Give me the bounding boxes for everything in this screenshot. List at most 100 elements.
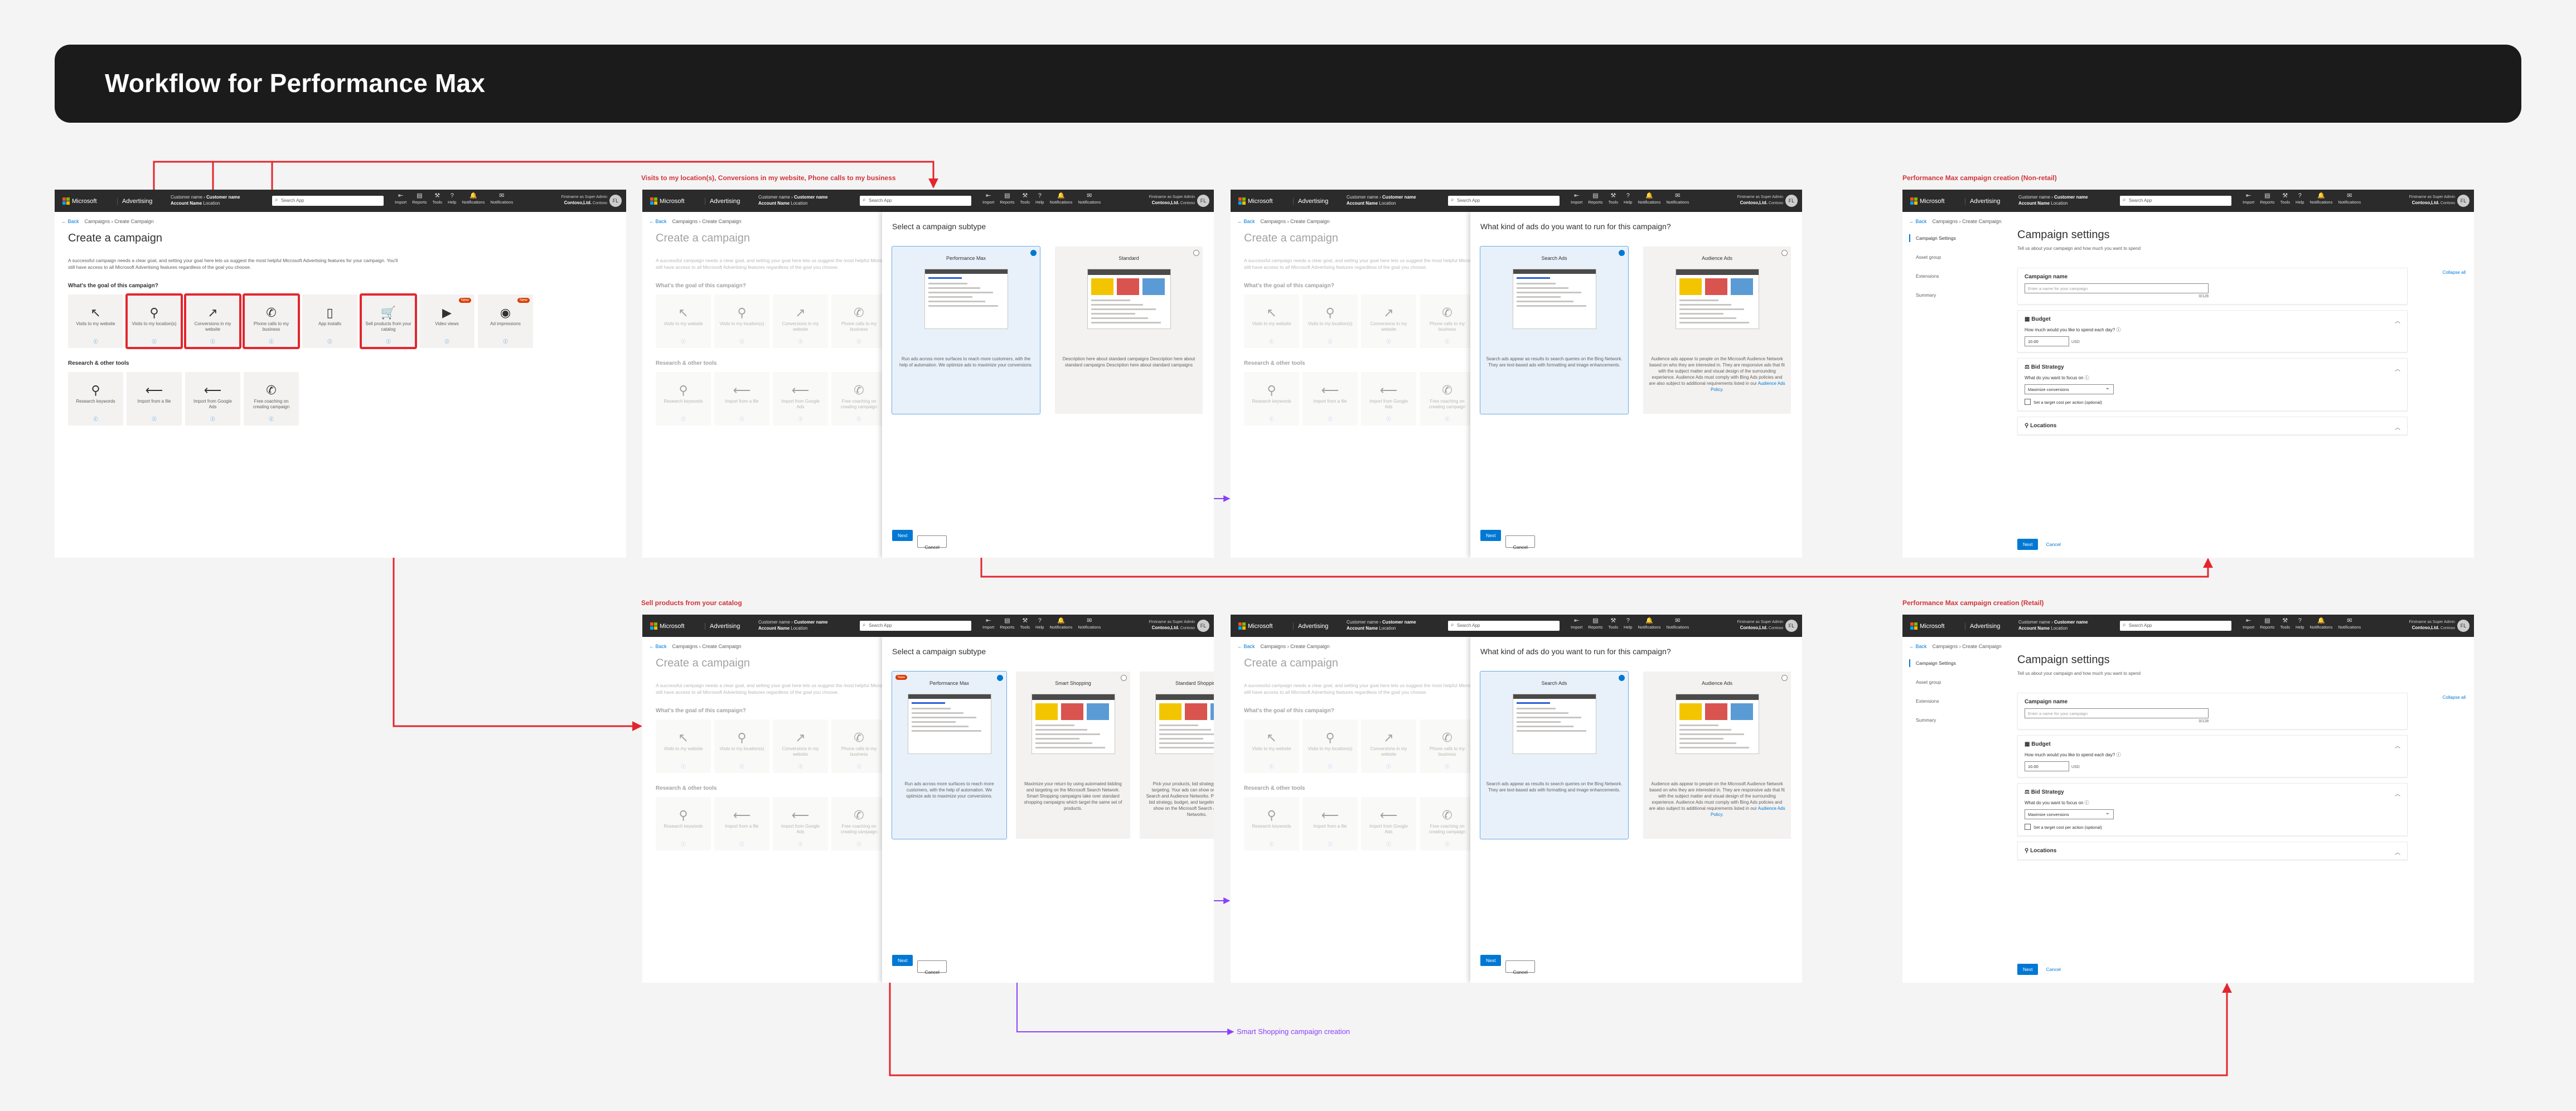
wizard-step[interactable]: Extensions <box>1916 698 1939 704</box>
info-icon[interactable]: ⓘ <box>1269 417 1274 422</box>
cancel-button[interactable]: Cancel <box>917 960 947 975</box>
topbar-tool[interactable]: ⇤Import <box>982 193 994 205</box>
back-link[interactable]: ← Back <box>1237 644 1255 649</box>
radio-button[interactable] <box>997 675 1003 681</box>
chevron-up-icon[interactable]: ︿ <box>2395 318 2400 325</box>
bid-strategy-dropdown[interactable]: Maximize conversions <box>2025 384 2114 394</box>
budget-input[interactable]: 10.00 <box>2025 336 2069 346</box>
topbar-tool[interactable]: 🔔Notifications <box>1638 618 1660 630</box>
search-input[interactable]: Search App <box>272 196 384 206</box>
topbar-tool[interactable]: ?Help <box>1624 193 1632 205</box>
topbar-tool[interactable]: ⚒Tools <box>1609 193 1619 205</box>
breadcrumb-campaigns[interactable]: Campaigns <box>1932 219 1958 224</box>
topbar-tool[interactable]: ✉Notifications <box>1078 193 1101 205</box>
back-link[interactable]: ← Back <box>1909 644 1927 649</box>
info-icon[interactable]: ⓘ <box>1328 417 1333 422</box>
info-icon[interactable]: ⓘ <box>798 764 803 769</box>
breadcrumb-campaigns[interactable]: Campaigns <box>1932 644 1958 649</box>
topbar-tool[interactable]: ▤Reports <box>2260 193 2274 205</box>
topbar-tool[interactable]: ▤Reports <box>1588 193 1602 205</box>
breadcrumb-campaigns[interactable]: Campaigns <box>84 219 110 224</box>
back-link[interactable]: ← Back <box>61 219 79 224</box>
goal-tile[interactable]: ⚲Visits to my location(s)ⓘ <box>714 294 769 348</box>
radio-button[interactable] <box>1781 675 1788 681</box>
radio-button[interactable] <box>1619 675 1625 681</box>
search-input[interactable]: Search App <box>1448 196 1560 206</box>
chevron-up-icon[interactable]: ︿ <box>2395 791 2400 798</box>
info-icon[interactable]: ⓘ <box>93 339 98 344</box>
info-icon[interactable]: ⓘ <box>1328 764 1333 769</box>
bid-strategy-dropdown[interactable]: Maximize conversions <box>2025 809 2114 819</box>
avatar[interactable]: FL <box>2457 620 2470 632</box>
goal-tile[interactable]: ⚲Visits to my location(s)ⓘ <box>1302 719 1358 773</box>
topbar-tool[interactable]: 🔔Notifications <box>1638 193 1660 205</box>
topbar-tool[interactable]: ⇤Import <box>2243 193 2254 205</box>
info-icon[interactable]: ⓘ <box>1445 339 1450 344</box>
topbar-tool[interactable]: ✉Notifications <box>2338 193 2361 205</box>
info-icon[interactable]: ⓘ <box>681 417 686 422</box>
info-icon[interactable]: ⓘ <box>210 339 215 344</box>
info-icon[interactable]: ⓘ <box>1445 764 1450 769</box>
topbar-tool[interactable]: ?Help <box>2296 193 2304 205</box>
search-input[interactable]: Search App <box>860 196 971 206</box>
cancel-link[interactable]: Cancel <box>2046 967 2061 972</box>
info-icon[interactable]: ⓘ <box>1269 764 1274 769</box>
info-icon[interactable]: ⓘ <box>2084 800 2089 805</box>
topbar-tool[interactable]: 🔔Notifications <box>1049 618 1072 630</box>
info-icon[interactable]: ⓘ <box>1269 339 1274 344</box>
collapse-all-link[interactable]: Collapse all <box>2442 270 2466 275</box>
radio-button[interactable] <box>1619 250 1625 256</box>
next-button[interactable]: Next <box>1480 530 1502 541</box>
microsoft-logo[interactable]: Microsoft <box>1238 622 1273 630</box>
topbar-tool[interactable]: ✉Notifications <box>1078 618 1101 630</box>
microsoft-logo[interactable]: Microsoft <box>62 197 97 205</box>
info-icon[interactable]: ⓘ <box>210 417 215 422</box>
topbar-tool[interactable]: 🔔Notifications <box>462 193 485 205</box>
wizard-step[interactable]: Summary <box>1916 717 1936 723</box>
goal-tile[interactable]: ⚲Visits to my location(s)ⓘ <box>125 293 183 349</box>
topbar-tool[interactable]: 🔔Notifications <box>1049 193 1072 205</box>
wizard-step[interactable]: Summary <box>1916 292 1936 298</box>
topbar-tool[interactable]: ⚒Tools <box>2280 193 2291 205</box>
back-link[interactable]: ← Back <box>1909 219 1927 224</box>
chevron-up-icon[interactable]: ︿ <box>2395 425 2400 431</box>
topbar-tool[interactable]: ▤Reports <box>412 193 427 205</box>
topbar-tool[interactable]: ⚒Tools <box>433 193 443 205</box>
topbar-tool[interactable]: ✉Notifications <box>2338 618 2361 630</box>
search-input[interactable]: Search App <box>1448 621 1560 631</box>
microsoft-logo[interactable]: Microsoft <box>1910 622 1945 630</box>
back-link[interactable]: ← Back <box>649 219 667 224</box>
topbar-tool[interactable]: ?Help <box>1035 618 1044 630</box>
next-button[interactable]: Next <box>1480 955 1502 966</box>
info-icon[interactable]: ⓘ <box>1386 417 1391 422</box>
topbar-tool[interactable]: ?Help <box>2296 618 2304 630</box>
topbar-tool[interactable]: ?Help <box>1035 193 1044 205</box>
